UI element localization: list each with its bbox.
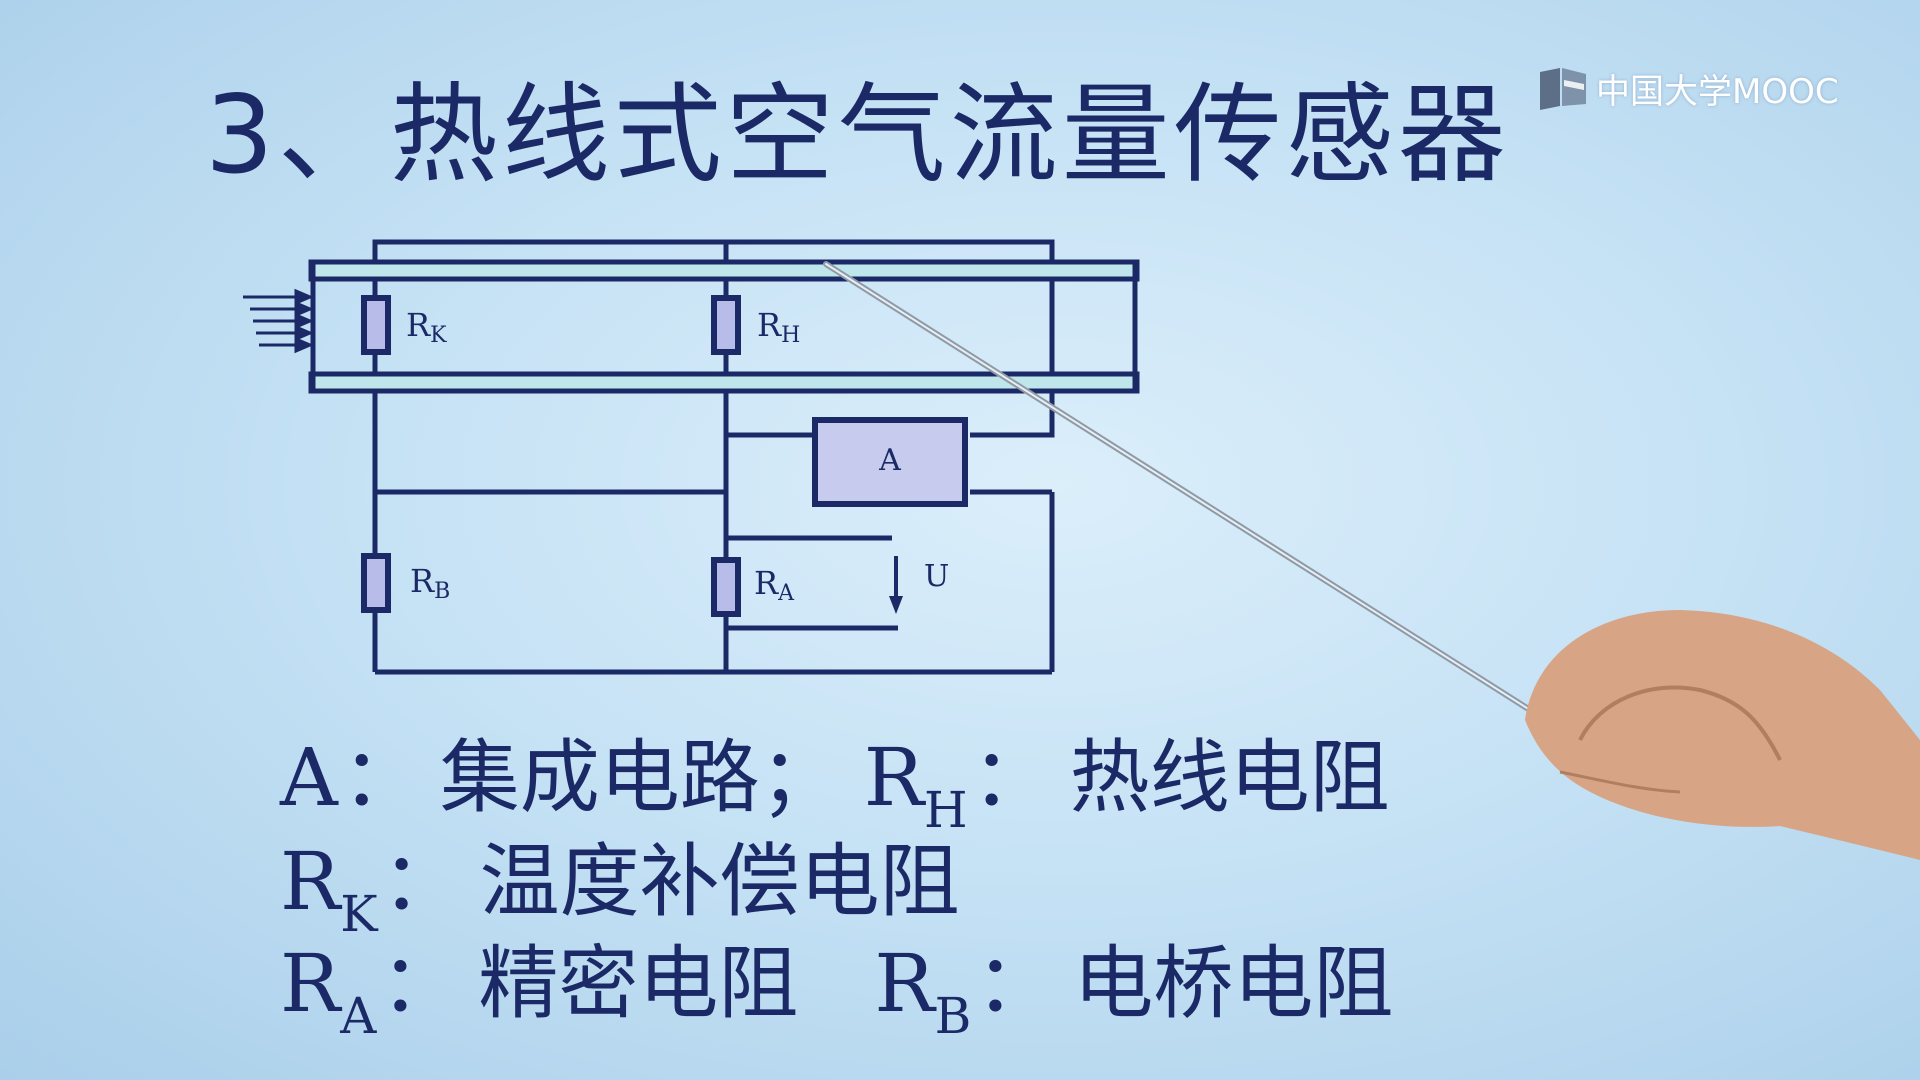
- label-rh: RH: [757, 306, 800, 348]
- legend-desc-ra: 精密电阻: [478, 937, 799, 1030]
- label-rb: RB: [410, 562, 450, 604]
- label-rk: RK: [406, 306, 447, 348]
- resistor-rh: [711, 295, 741, 355]
- voltage-label: U: [924, 559, 949, 594]
- ic-box-label: A: [878, 443, 901, 478]
- mooc-logo: 中国大学MOOC: [1538, 62, 1839, 114]
- resistor-ra: [711, 557, 741, 617]
- resistor-rb: [361, 553, 391, 613]
- legend-line-2: RK：温度补偿电阻: [280, 835, 960, 943]
- mooc-book-icon: [1540, 68, 1586, 110]
- legend-symbol-ra: RA: [280, 937, 377, 1045]
- ic-box-a: [812, 417, 968, 507]
- label-ra: RA: [754, 564, 795, 606]
- legend-desc-rh: 热线电阻: [1069, 731, 1390, 824]
- legend-symbol-rk: RK: [280, 835, 378, 943]
- wire-top-loop: [372, 239, 1055, 438]
- legend-symbol-rh: RH: [863, 731, 968, 839]
- duct-top-wall: [308, 259, 1140, 282]
- airflow-arrows-icon: [243, 288, 314, 354]
- presenter-hand: [1525, 610, 1920, 860]
- voltage-arrow-head: [889, 596, 903, 614]
- legend-desc-ic: 集成电路；: [439, 731, 840, 824]
- legend-line-1: A：集成电路；RH：热线电阻: [280, 731, 1390, 839]
- legend-desc-rk: 温度补偿电阻: [479, 835, 960, 928]
- legend-symbol-rb: RB: [874, 937, 972, 1045]
- legend-desc-rb: 电桥电阻: [1073, 937, 1394, 1030]
- slide-title: 3、热线式空气流量传感器: [205, 73, 1510, 198]
- logo-text: 中国大学MOOC: [1596, 71, 1839, 112]
- resistor-rk: [361, 295, 391, 355]
- legend-symbol-a: A: [280, 731, 338, 824]
